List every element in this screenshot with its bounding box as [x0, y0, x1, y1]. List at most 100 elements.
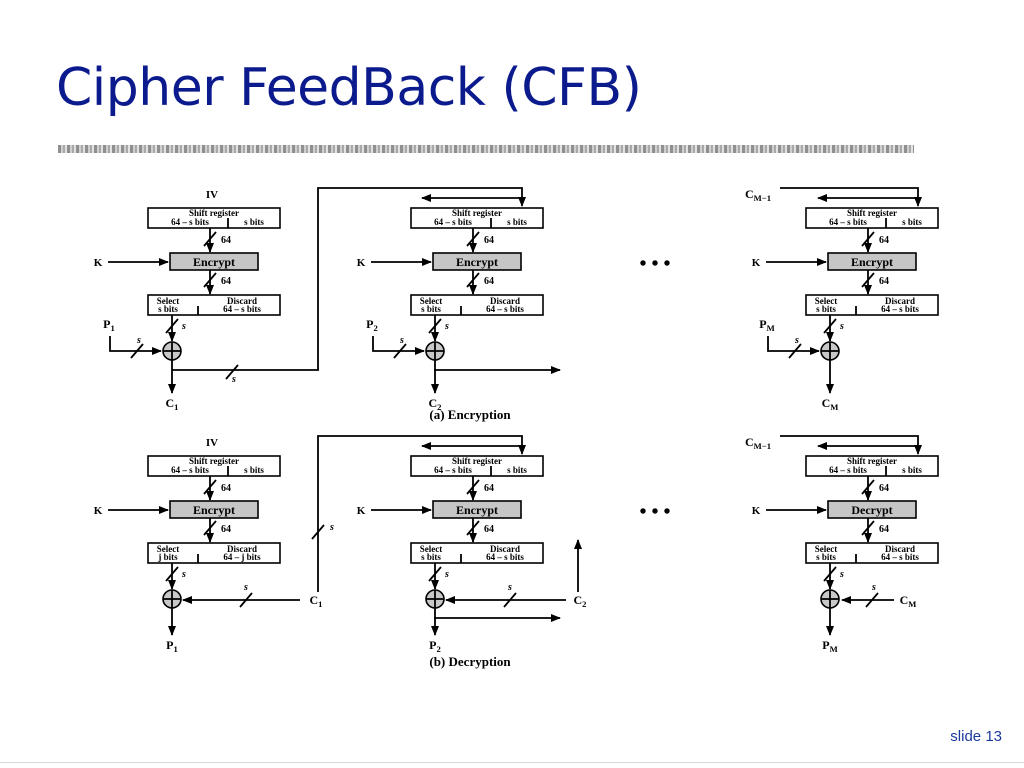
width-64-label: 64	[484, 235, 494, 246]
ciphertext-label: CM	[822, 396, 839, 412]
discard-label: Discard	[885, 296, 915, 306]
width-slash	[861, 272, 875, 288]
width-slash	[130, 343, 144, 359]
select-bits-label: s bits	[421, 304, 441, 314]
width-slash	[823, 318, 837, 334]
plaintext-arrow	[109, 336, 162, 355]
feedback-line	[172, 187, 526, 371]
discard-label: Discard	[490, 544, 520, 554]
select-discard-box	[410, 294, 544, 316]
width-64-label: 64	[879, 483, 889, 494]
shift-register-left-label: 64 – s bits	[829, 217, 867, 227]
discard-bits-label: 64 – j bits	[223, 552, 261, 562]
width-slash	[865, 592, 879, 608]
s-label: s	[839, 569, 844, 580]
width-slash	[823, 566, 837, 582]
select-label: Select	[815, 544, 838, 554]
discard-label: Discard	[227, 544, 257, 554]
width-slash	[466, 231, 480, 247]
s-label: s	[231, 374, 236, 385]
ciphertext-label: C1	[310, 593, 323, 609]
ciphertext-label: C2	[429, 396, 442, 412]
select-bits-label: s bits	[816, 552, 836, 562]
select-discard-box	[147, 294, 281, 316]
shift-register-box	[410, 207, 544, 229]
shift-register-left-label: 64 – s bits	[434, 465, 472, 475]
cipher-box	[432, 500, 522, 519]
width-slash	[165, 318, 179, 334]
width-slash	[428, 318, 442, 334]
iv-label: IV	[206, 437, 218, 449]
discard-bits-label: 64 – s bits	[486, 552, 524, 562]
cipher-label: Decrypt	[851, 503, 892, 517]
width-64-label: 64	[484, 483, 494, 494]
s-label: s	[839, 321, 844, 332]
shift-register-box	[147, 455, 281, 477]
select-bits-label: s bits	[158, 304, 178, 314]
plaintext-label: P1	[103, 317, 115, 333]
feedback-line	[780, 187, 922, 207]
select-label: Select	[157, 296, 180, 306]
key-label: K	[357, 257, 366, 269]
select-bits-label: s bits	[816, 304, 836, 314]
discard-bits-label: 64 – s bits	[486, 304, 524, 314]
cipher-box	[169, 252, 259, 271]
s-label: s	[794, 335, 799, 346]
width-slash	[203, 520, 217, 536]
select-discard-box	[410, 542, 544, 564]
key-label: K	[94, 257, 103, 269]
shift-register-box	[805, 455, 939, 477]
iv-label: IV	[206, 189, 218, 201]
s-label: s	[399, 335, 404, 346]
shift-register-left-label: 64 – s bits	[829, 465, 867, 475]
plaintext-label: PM	[822, 638, 838, 654]
s-label: s	[871, 582, 876, 593]
width-64-label: 64	[221, 483, 231, 494]
shift-register-right-label: s bits	[507, 217, 527, 227]
width-64-label: 64	[221, 524, 231, 535]
shift-register-label: Shift register	[452, 456, 502, 466]
select-discard-box	[147, 542, 281, 564]
ciphertext-label: CM	[900, 593, 917, 609]
caption-encryption: (a) Encryption	[429, 407, 511, 422]
plaintext-label: PM	[759, 317, 775, 333]
width-64-label: 64	[484, 276, 494, 287]
ciphertext-label: C1	[166, 396, 179, 412]
width-slash	[466, 479, 480, 495]
cipher-box	[432, 252, 522, 271]
plaintext-label: P2	[429, 638, 441, 654]
s-label: s	[181, 569, 186, 580]
s-label: s	[243, 582, 248, 593]
width-slash	[466, 272, 480, 288]
discard-label: Discard	[490, 296, 520, 306]
plaintext-label: P1	[166, 638, 178, 654]
shift-register-left-label: 64 – s bits	[434, 217, 472, 227]
s-label: s	[181, 321, 186, 332]
footer-divider	[0, 762, 1024, 763]
shift-register-right-label: s bits	[902, 217, 922, 227]
width-64-label: 64	[484, 524, 494, 535]
caption-decryption: (b) Decryption	[429, 654, 511, 669]
cipher-box	[827, 500, 917, 519]
width-slash	[225, 364, 239, 380]
shift-register-label: Shift register	[189, 456, 239, 466]
shift-register-box	[410, 455, 544, 477]
width-slash	[203, 231, 217, 247]
width-slash	[861, 231, 875, 247]
s-label: s	[329, 522, 334, 533]
select-bits-label: j bits	[157, 552, 178, 562]
s-label: s	[136, 335, 141, 346]
feedback-line	[780, 435, 922, 455]
width-slash	[311, 524, 325, 540]
cipher-box	[827, 252, 917, 271]
key-label: K	[752, 257, 761, 269]
select-label: Select	[157, 544, 180, 554]
key-label: K	[94, 505, 103, 517]
cipher-label: Encrypt	[851, 255, 893, 269]
select-bits-label: s bits	[421, 552, 441, 562]
cm-minus-1-label: CM−1	[745, 435, 771, 451]
select-discard-box	[805, 294, 939, 316]
shift-register-right-label: s bits	[902, 465, 922, 475]
discard-bits-label: 64 – s bits	[223, 304, 261, 314]
